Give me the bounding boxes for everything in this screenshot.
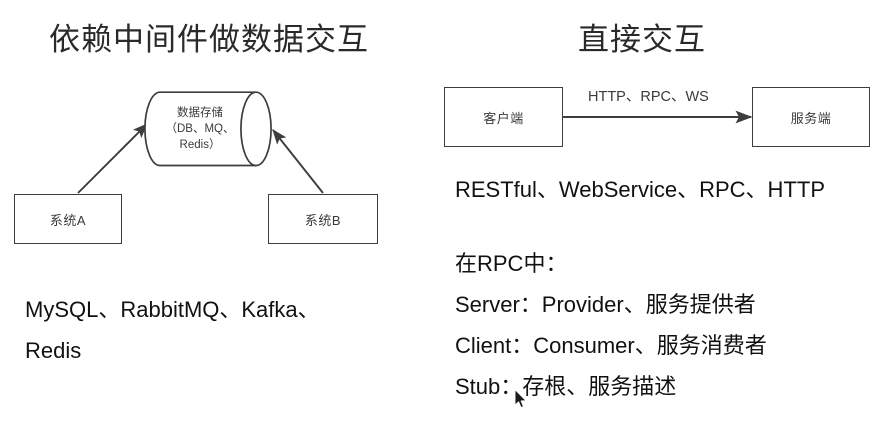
node-system-a[interactable]: 系统A: [14, 194, 122, 244]
rpc-notes-line-server: Server：Provider、服务提供者: [455, 292, 756, 317]
middleware-list-line-1: MySQL、RabbitMQ、Kafka、: [25, 297, 320, 322]
protocol-list-text: RESTful、WebService、RPC、HTTP: [455, 169, 825, 210]
rpc-notes-heading: 在RPC中：: [455, 251, 568, 276]
middleware-list-text: MySQL、RabbitMQ、Kafka、 Redis: [25, 289, 320, 371]
arrow-system-a-to-datastore: [77, 123, 148, 194]
left-diagram-title: 依赖中间件做数据交互: [49, 22, 369, 57]
arrow-system-b-to-datastore: [272, 129, 324, 194]
arrow-label-http-rpc-ws: HTTP、RPC、WS: [588, 89, 709, 105]
node-system-a-label: 系统A: [49, 212, 87, 228]
node-client[interactable]: 客户端: [444, 87, 563, 147]
mouse-cursor-icon: [514, 389, 527, 409]
rpc-notes-line-stub: Stub：存根、服务描述: [455, 374, 677, 399]
node-server[interactable]: 服务端: [752, 87, 870, 147]
datastore-cylinder: 数据存储 （DB、MQ、 Redis）: [144, 91, 272, 167]
node-client-label: 客户端: [483, 110, 524, 126]
right-diagram-title: 直接交互: [578, 22, 706, 57]
node-server-label: 服务端: [790, 110, 832, 126]
node-system-b-label: 系统B: [304, 212, 342, 228]
node-system-b[interactable]: 系统B: [268, 194, 378, 244]
rpc-notes-line-client: Client：Consumer、服务消费者: [455, 333, 767, 358]
middleware-list-line-2: Redis: [25, 338, 82, 363]
protocol-list-line: RESTful、WebService、RPC、HTTP: [455, 177, 825, 202]
rpc-notes-block: 在RPC中： Server：Provider、服务提供者 Client：Cons…: [455, 243, 767, 407]
